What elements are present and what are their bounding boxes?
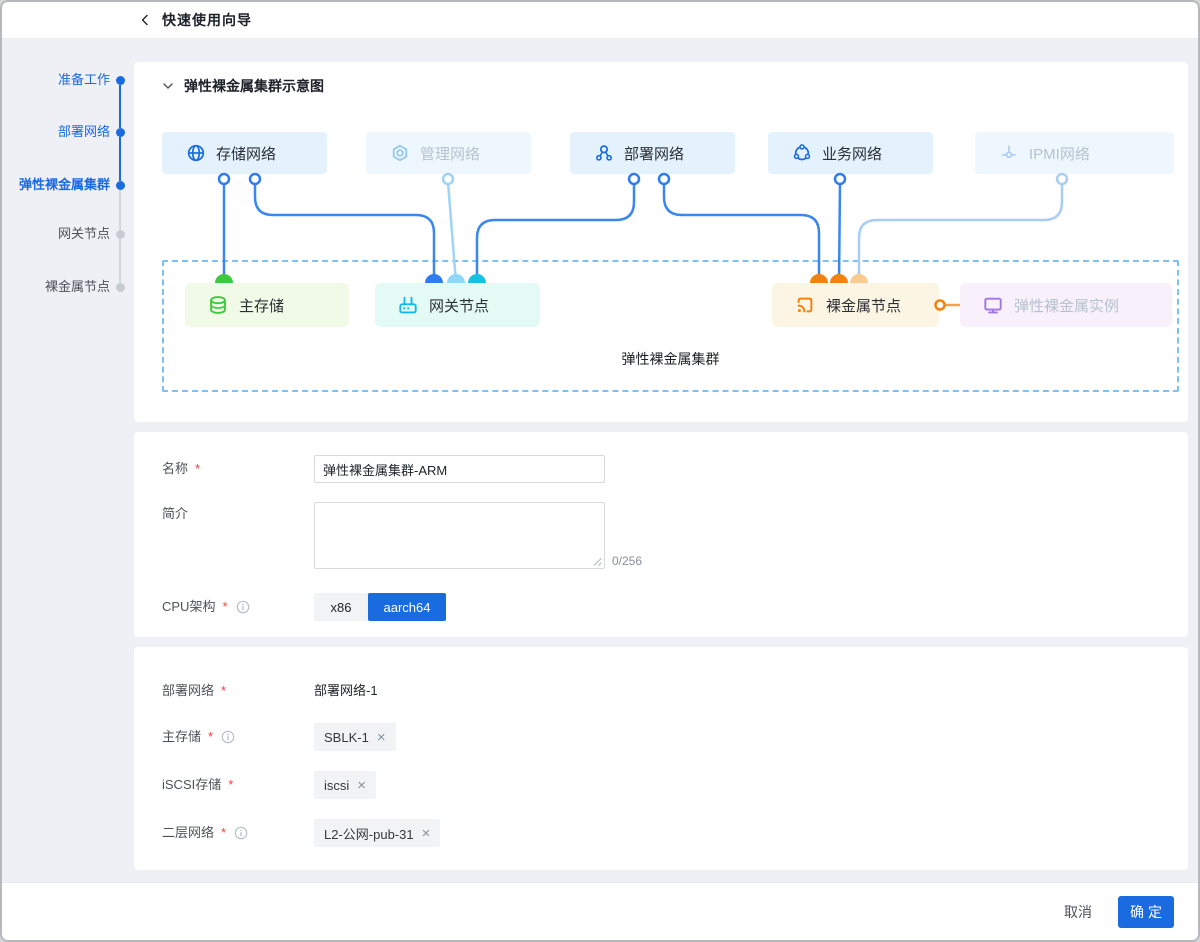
basic-form-card: 名称* 简介 0/256 CPU架构* x86	[134, 432, 1188, 637]
step-cluster[interactable]: 弹性裸金属集群	[18, 177, 110, 192]
name-input[interactable]	[314, 455, 605, 483]
junction-icon	[1001, 145, 1017, 159]
chevron-down-icon	[163, 83, 173, 89]
step-connector	[119, 85, 121, 128]
cluster-label: 弹性裸金属集群	[621, 351, 720, 367]
description-textarea[interactable]	[314, 502, 605, 569]
node-box-gateway: 网关节点	[375, 283, 540, 327]
network-label: 管理网络	[420, 145, 481, 163]
network-box-deploy: 部署网络	[570, 132, 735, 174]
network-box-ipmi: IPMI网络	[975, 132, 1174, 174]
node-label: 主存储	[239, 297, 285, 315]
step-dot	[116, 230, 125, 239]
diagram-section-toggle[interactable]: 弹性裸金属集群示意图	[162, 76, 324, 96]
cpu-arch-label: CPU架构*	[162, 597, 250, 617]
info-icon[interactable]	[236, 600, 250, 614]
network-label: 存储网络	[216, 145, 277, 163]
cancel-button[interactable]: 取消	[1064, 903, 1092, 920]
step-prepare[interactable]: 准备工作	[57, 72, 110, 87]
required-mark: *	[195, 461, 201, 476]
network-box-storage: 存储网络	[162, 132, 327, 174]
info-icon[interactable]	[221, 730, 235, 744]
network-label: 业务网络	[822, 145, 883, 163]
cpu-arch-toggle: x86 aarch64	[314, 593, 446, 621]
primary-storage-label: 主存储*	[162, 727, 235, 747]
remove-tag-icon[interactable]: ×	[421, 824, 431, 842]
network-label: 部署网络	[624, 145, 685, 163]
step-connector	[119, 190, 121, 230]
cluster-nodes-icon	[596, 145, 612, 161]
page-title: 快速使用向导	[162, 12, 252, 28]
description-label: 简介	[162, 506, 189, 521]
tag-label: iscsi	[324, 777, 350, 793]
step-dot	[116, 76, 125, 85]
footer-bar: 取消 确定	[2, 882, 1198, 940]
step-dot	[116, 283, 125, 292]
cpu-option-x86[interactable]: x86	[314, 593, 368, 621]
node-label: 弹性裸金属实例	[1014, 297, 1120, 315]
topbar: 快速使用向导	[2, 2, 1198, 39]
cpu-option-aarch64[interactable]: aarch64	[368, 593, 446, 621]
remove-tag-icon[interactable]: ×	[357, 776, 367, 794]
node-box-instance: 弹性裸金属实例	[960, 283, 1172, 327]
deploy-network-value: 部署网络-1	[314, 683, 378, 698]
diagram-card: 弹性裸金属集群示意图 弹性裸金属集群 存储网络 管理网络	[134, 62, 1188, 422]
database-icon	[210, 296, 226, 314]
required-mark: *	[221, 683, 227, 698]
hex-nut-icon	[392, 144, 408, 162]
network-box-business: 业务网络	[768, 132, 933, 174]
remove-tag-icon[interactable]: ×	[376, 728, 386, 746]
network-form-card: 部署网络* 部署网络-1 主存储* SBLK-1 × iSCSI存储* iscs…	[134, 647, 1188, 870]
tag-label: L2-公网-pub-31	[324, 826, 414, 842]
diagram-section-title: 弹性裸金属集群示意图	[184, 78, 324, 94]
iscsi-storage-label: iSCSI存储*	[162, 775, 233, 795]
step-connector	[119, 239, 121, 283]
monitor-icon	[984, 297, 1002, 314]
back-button[interactable]	[138, 13, 152, 27]
deploy-network-label: 部署网络*	[162, 681, 226, 701]
node-label: 网关节点	[429, 297, 490, 315]
char-counter: 0/256	[612, 554, 643, 568]
primary-storage-tag: SBLK-1 ×	[314, 723, 396, 751]
ring-nodes-icon	[793, 144, 811, 161]
l2-network-tag: L2-公网-pub-31 ×	[314, 819, 441, 847]
step-deploy-net[interactable]: 部署网络	[57, 124, 110, 139]
confirm-button[interactable]: 确定	[1118, 895, 1174, 928]
step-dot	[116, 181, 125, 190]
name-label: 名称*	[162, 459, 200, 479]
required-mark: *	[221, 825, 227, 840]
step-connector	[119, 137, 121, 181]
step-gateway-node[interactable]: 网关节点	[57, 226, 110, 241]
node-box-baremetal: 裸金属节点	[772, 283, 939, 327]
chevron-left-icon	[141, 14, 148, 26]
required-mark: *	[208, 729, 214, 744]
iscsi-storage-tag: iscsi ×	[314, 771, 377, 799]
required-mark: *	[222, 599, 228, 614]
required-mark: *	[228, 777, 234, 792]
wizard-stepper: 准备工作 部署网络 弹性裸金属集群 网关节点 裸金属节点	[2, 39, 134, 339]
network-box-management: 管理网络	[366, 132, 531, 174]
network-label: IPMI网络	[1029, 145, 1090, 163]
node-label: 裸金属节点	[826, 297, 902, 315]
l2-network-label: 二层网络*	[162, 823, 248, 843]
cast-icon	[797, 297, 813, 313]
step-dot	[116, 128, 125, 137]
tag-label: SBLK-1	[324, 729, 369, 745]
step-baremetal-node[interactable]: 裸金属节点	[44, 279, 110, 294]
node-box-primary-storage: 主存储	[185, 283, 349, 327]
globe-icon	[187, 144, 205, 162]
router-icon	[399, 296, 417, 314]
info-icon[interactable]	[234, 826, 248, 840]
